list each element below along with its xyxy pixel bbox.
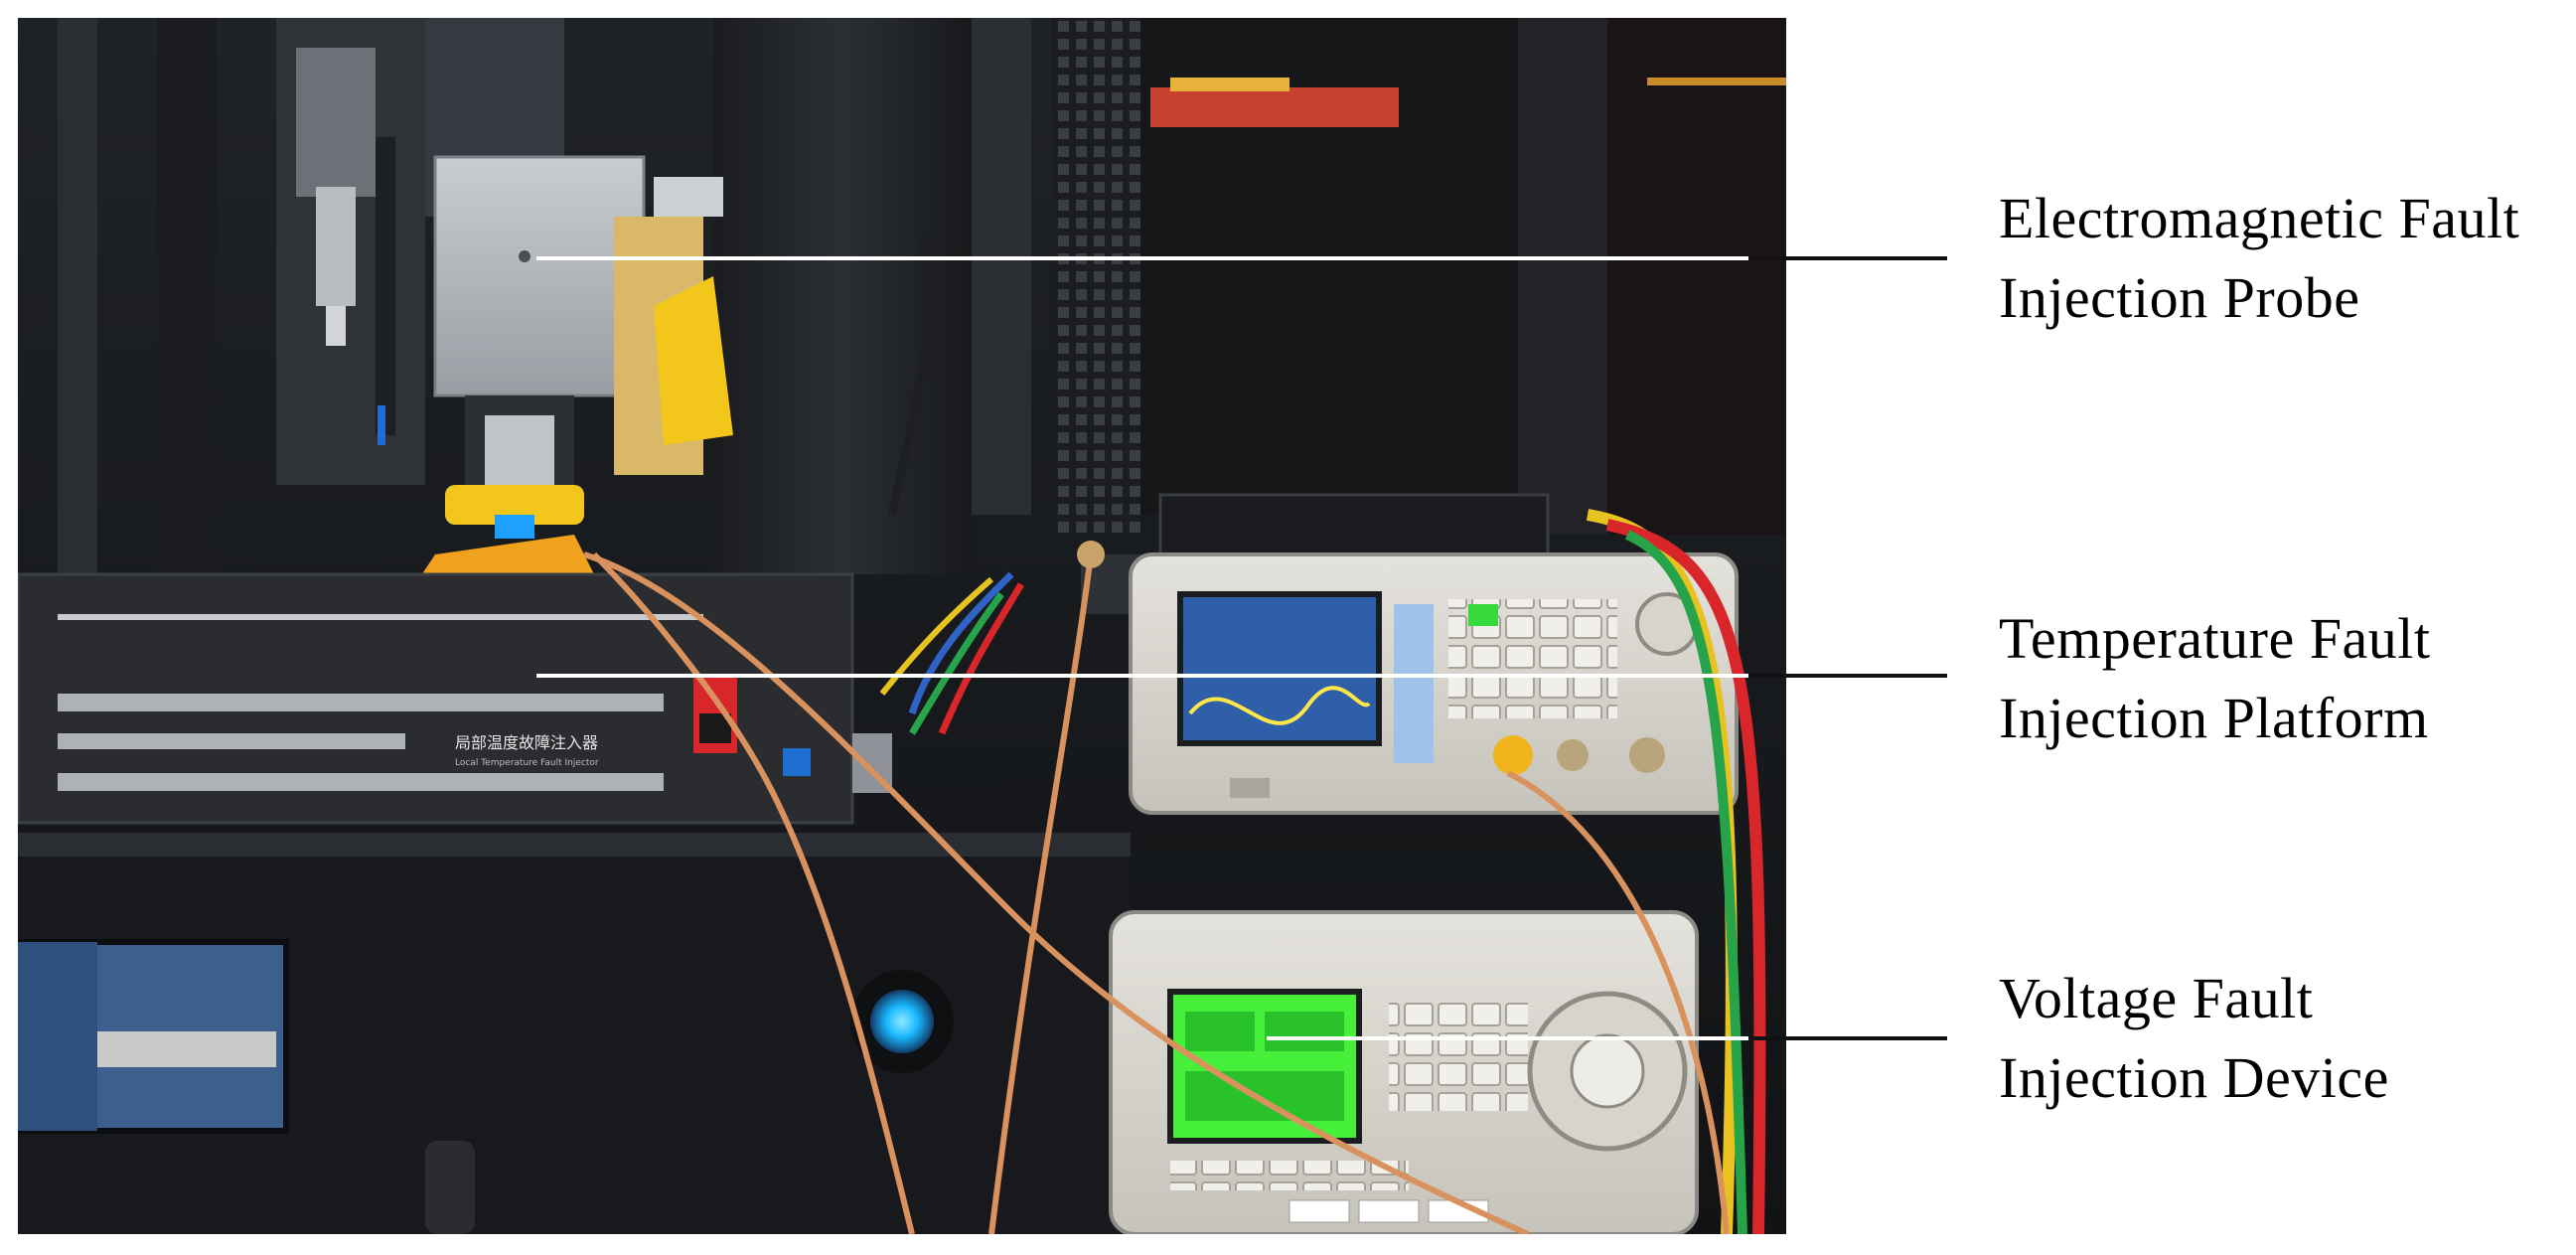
power-supply-bottom-keys [1170, 1161, 1409, 1190]
lab-setup-photo: 局部温度故障注入器 Local Temperature Fault Inject… [18, 18, 1786, 1234]
label-platform-line1: Temperature Fault [1999, 606, 2431, 671]
platform-logo [783, 748, 811, 776]
generator-active-key [1468, 604, 1498, 626]
power-supply-sticker-2 [1358, 1199, 1420, 1223]
bnc-connector [1077, 541, 1105, 568]
power-supply-keypad [1389, 1002, 1528, 1111]
controller-lcd-left [18, 942, 97, 1131]
coax-cable-2 [591, 551, 915, 1234]
generator-bnc-out3 [1629, 737, 1665, 773]
probe-arm-tip [326, 306, 346, 346]
label-probe-line1: Electromagnetic Fault [1999, 186, 2520, 250]
label-platform-line2: Injection Platform [1999, 686, 2429, 750]
probe-coil-ring [445, 485, 584, 525]
controller-lcd-bar [97, 1031, 276, 1067]
label-device-line1: Voltage Fault [1999, 966, 2314, 1030]
probe-lens [485, 415, 554, 485]
pcb-component [1170, 78, 1289, 91]
coax-cable-4 [1506, 770, 1730, 1234]
gantry-rail [376, 137, 395, 435]
lead-green [1624, 530, 1747, 1234]
generator-bnc-out2 [1557, 739, 1589, 771]
probe-yellow-plate [654, 276, 733, 445]
cabinet-frame-left [58, 18, 97, 574]
cabinet-frame-right [1518, 18, 1607, 535]
cabinet-post [157, 18, 217, 574]
em-probe-housing [433, 155, 646, 397]
label-probe-line2: Injection Probe [1999, 265, 2360, 330]
lead-red [1605, 519, 1766, 1234]
probe-arm [316, 187, 356, 306]
target-chip [415, 535, 594, 584]
platform-panel-subtext: Local Temperature Fault Injector [455, 758, 599, 768]
platform-panel-text: 局部温度故障注入器 [455, 733, 598, 752]
background-right [1607, 18, 1786, 535]
power-supply-sticker-1 [1288, 1199, 1350, 1223]
black-cable [888, 235, 933, 516]
platform-stripe-3 [58, 733, 405, 749]
coax-cable-1 [583, 551, 1530, 1234]
cabinet-divider [972, 18, 1031, 515]
function-generator-screen [1177, 591, 1382, 746]
label-temperature-fault-injection-platform: Temperature Fault Injection Platform [1999, 599, 2565, 758]
power-button-icon [870, 990, 934, 1053]
housing-screw [519, 250, 530, 262]
lab-setup-illustration: 局部温度故障注入器 Local Temperature Fault Inject… [18, 18, 1786, 1234]
probe-tip [495, 515, 534, 539]
generator-softkeys [1394, 604, 1434, 763]
power-supply-dial-center [1570, 1033, 1645, 1109]
screen-waveform [1188, 686, 1371, 725]
power-supply-screen-block-2 [1265, 1012, 1344, 1051]
generator-bnc-out1 [1493, 735, 1533, 775]
leveling-knob [425, 1141, 475, 1234]
gantry-led [378, 405, 385, 445]
background-shelf-strip [1647, 78, 1786, 85]
platform-stripe-4 [58, 773, 664, 791]
lead-red-small [938, 582, 1025, 735]
power-supply-screen-block-1 [1185, 1012, 1255, 1051]
lead-green-small [908, 591, 1004, 735]
lead-blue [908, 571, 1014, 715]
label-device-line2: Injection Device [1999, 1045, 2389, 1110]
vent-grille [1051, 18, 1140, 535]
probe-connector [654, 177, 723, 217]
pcb-board [1150, 87, 1399, 127]
label-em-fault-injection-probe: Electromagnetic Fault Injection Probe [1999, 179, 2565, 338]
platform-stripe-1 [58, 614, 703, 620]
platform-stripe-2 [58, 694, 664, 711]
probe-mount [296, 48, 376, 197]
label-voltage-fault-injection-device: Voltage Fault Injection Device [1999, 959, 2565, 1118]
coax-cable-3 [988, 553, 1094, 1234]
power-supply-screen-block-3 [1185, 1071, 1344, 1121]
generator-usb-port [1230, 778, 1270, 798]
